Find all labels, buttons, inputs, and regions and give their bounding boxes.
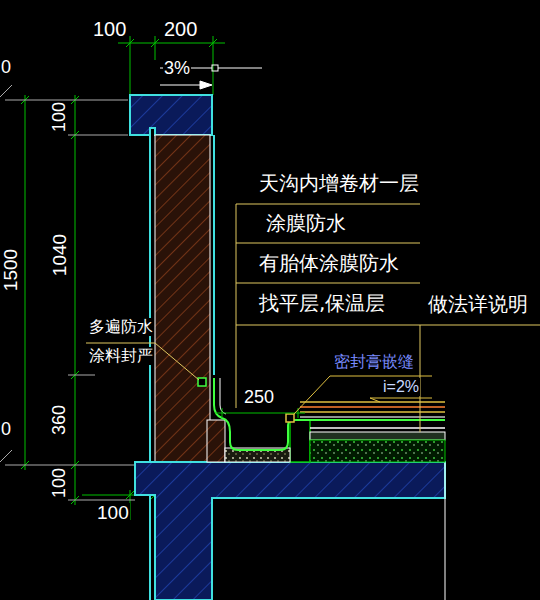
drawing-stroke xyxy=(200,81,212,89)
drawing-stroke xyxy=(310,440,445,462)
dimension-text: 100 xyxy=(96,503,130,524)
vertical-dimension: 1500 xyxy=(1,248,22,292)
note-text: 天沟内增卷材一层 xyxy=(258,172,420,194)
dimension-text: 0 xyxy=(0,420,12,440)
drawing-stroke xyxy=(21,95,159,520)
drawing-stroke xyxy=(207,420,225,462)
drawing-stroke xyxy=(0,85,12,97)
drawing-stroke xyxy=(135,462,445,600)
drawing-stroke xyxy=(218,68,262,69)
drawing-stroke xyxy=(209,39,217,47)
drawing-stroke xyxy=(86,204,540,432)
drawing-stroke xyxy=(220,378,226,414)
drawing-stroke xyxy=(118,36,225,95)
vertical-dimension: 100 xyxy=(50,101,70,133)
dimension-text: 100 xyxy=(92,18,127,40)
drawing-stroke xyxy=(130,36,131,95)
drawing-stroke xyxy=(222,408,223,418)
drawing-stroke xyxy=(294,376,330,414)
drawing-stroke xyxy=(5,465,135,466)
dimension-text: i=2% xyxy=(382,378,420,396)
drawing-stroke xyxy=(370,398,380,402)
drawing-stroke xyxy=(126,39,134,47)
drawing-stroke xyxy=(212,65,218,71)
drawing-stroke xyxy=(68,500,135,501)
drawing-stroke xyxy=(155,135,210,465)
drawing-stroke xyxy=(236,325,420,326)
drawing-stroke xyxy=(286,414,294,422)
drawing-stroke xyxy=(151,39,159,47)
note-text: 做法详说明 xyxy=(427,293,529,315)
dimension-text: 0 xyxy=(0,58,12,78)
note-text: 有胎体涂膜防水 xyxy=(258,252,400,274)
dimension-text: 3% xyxy=(163,59,191,79)
drawing-stroke xyxy=(300,411,445,413)
drawing-stroke xyxy=(215,408,305,418)
drawing-stroke xyxy=(310,427,445,429)
drawing-stroke xyxy=(236,204,420,205)
dimension-text: 250 xyxy=(243,388,275,408)
drawing-stroke xyxy=(126,491,134,499)
vertical-dimension: 1040 xyxy=(50,233,71,277)
drawing-stroke xyxy=(160,85,200,86)
drawing-stroke xyxy=(25,95,26,470)
drawing-stroke xyxy=(155,343,199,380)
drawing-stroke xyxy=(310,432,445,440)
drawing-stroke xyxy=(130,95,212,135)
drawing-stroke xyxy=(68,135,128,136)
drawing-stroke xyxy=(86,343,155,344)
note-text: 找平层,保温层 xyxy=(258,292,386,314)
drawing-stroke xyxy=(300,416,445,418)
drawing-stroke xyxy=(236,283,420,284)
drawing-stroke xyxy=(214,378,445,450)
vertical-dimension: 360 xyxy=(50,404,70,436)
drawing-stroke xyxy=(215,413,305,414)
dimension-text: 200 xyxy=(163,18,198,40)
drawing-stroke xyxy=(75,95,76,505)
drawing-stroke xyxy=(236,243,420,244)
drawing-stroke xyxy=(0,450,12,462)
drawing-stroke xyxy=(294,376,432,414)
drawing-stroke xyxy=(290,420,310,462)
note-text: 涂膜防水 xyxy=(265,212,347,234)
note-text: 多遍防水 xyxy=(88,318,154,336)
drawing-stroke xyxy=(149,135,151,600)
drawing-stroke xyxy=(300,406,445,408)
drawing-stroke xyxy=(0,85,135,500)
drawing-stroke xyxy=(330,376,432,377)
drawing-stroke xyxy=(300,401,445,403)
drawing-stroke xyxy=(300,402,445,428)
drawing-stroke xyxy=(370,398,432,399)
note-text: 密封膏嵌缝 xyxy=(333,353,415,371)
drawing-stroke xyxy=(420,325,540,326)
drawing-stroke xyxy=(155,36,156,60)
drawing-stroke xyxy=(68,375,95,376)
drawing-stroke xyxy=(213,135,215,375)
drawing-stroke xyxy=(445,462,446,600)
vertical-dimension: 100 xyxy=(50,467,70,499)
note-text: 涂料封严 xyxy=(88,347,154,365)
drawing-stroke xyxy=(236,204,237,408)
drawing-stroke xyxy=(198,378,206,386)
drawing-stroke xyxy=(118,43,225,44)
